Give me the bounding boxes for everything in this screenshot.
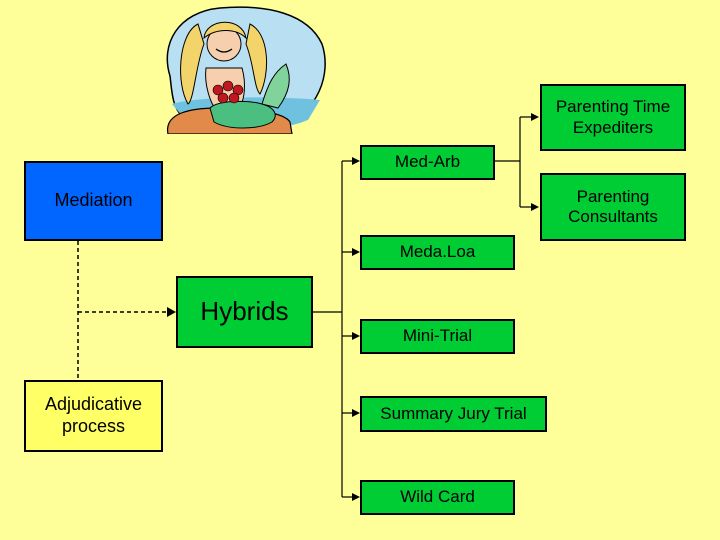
mediation-label: Mediation [54,190,133,211]
parenting-time-expediters-box: Parenting Time Expediters [540,84,686,151]
hybrids-box: Hybrids [176,276,313,348]
meda-loa-box: Meda.Loa [360,235,515,270]
parenting-consultants-label: Parenting Consultants [568,186,658,226]
summary-jury-trial-label: Summary Jury Trial [380,403,527,423]
med-arb-label: Med-Arb [394,152,461,172]
hybrids-label: Hybrids [200,296,289,326]
parenting-consultants-box: Parenting Consultants [540,173,686,241]
meda-loa-label: Meda.Loa [399,242,476,262]
wild-card-box: Wild Card [360,480,515,515]
summary-jury-trial-box: Summary Jury Trial [360,396,547,432]
mini-trial-label: Mini-Trial [402,326,473,346]
mediation-box: Mediation [24,161,163,241]
wild-card-label: Wild Card [400,487,475,507]
med-arb-box: Med-Arb [360,145,495,180]
mini-trial-box: Mini-Trial [360,319,515,354]
parenting-time-expediters-label: Parenting Time Expediters [555,97,671,137]
adjudicative-process-box: Adjudicative process [24,380,163,452]
mermaid-illustration [166,6,326,134]
adjudicative-process-label: Adjudicative process [44,394,143,436]
